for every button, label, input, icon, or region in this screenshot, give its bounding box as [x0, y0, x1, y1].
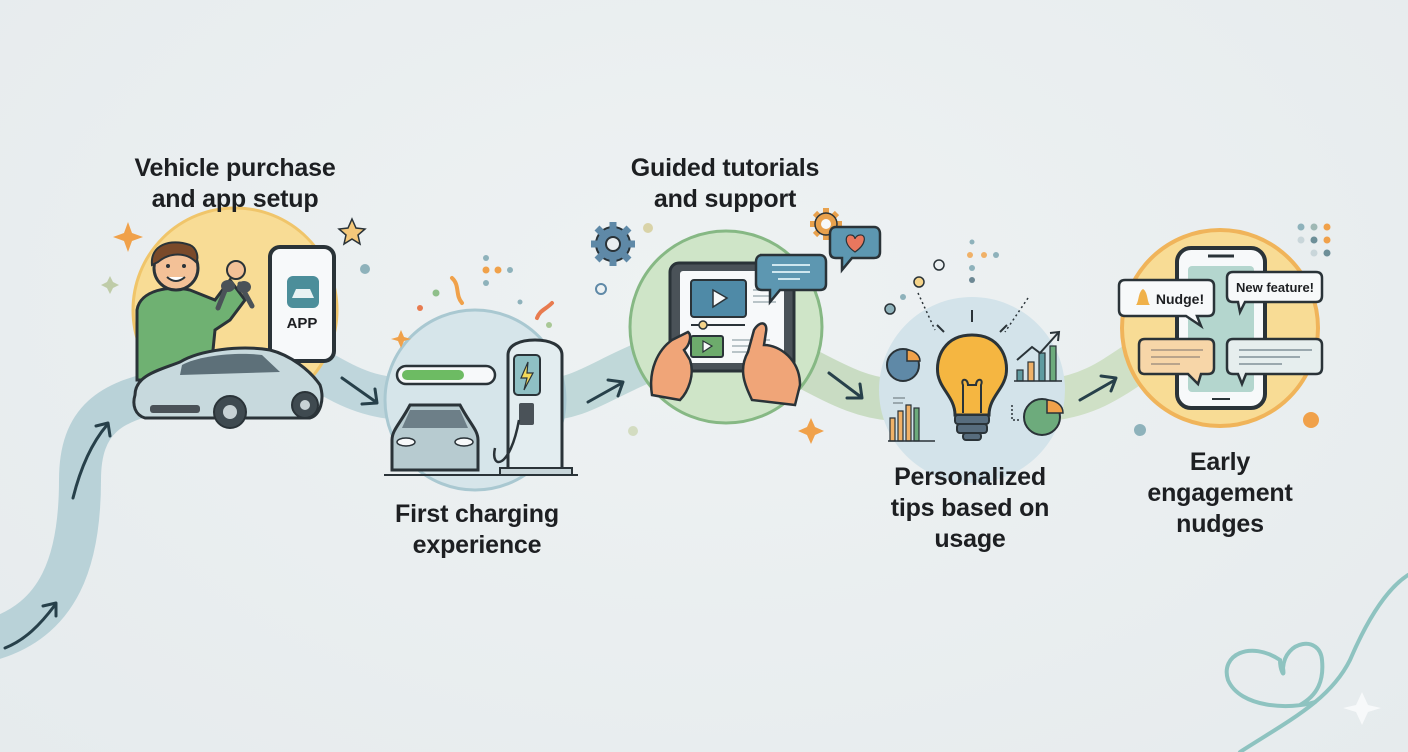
bar-chart-icon — [888, 397, 935, 442]
dots-decoration — [1134, 223, 1331, 436]
step-2-title-line-2: experience — [412, 531, 542, 559]
step-5-illustration: Nudge! New feature! — [1117, 223, 1331, 436]
sparkle-icon — [1343, 692, 1381, 725]
svg-text:New feature!: New feature! — [1236, 280, 1314, 295]
step-3-title-line-1: Guided tutorials — [630, 154, 820, 182]
nudge-notification-bubble: Nudge! — [1117, 278, 1216, 330]
bell-icon — [1136, 289, 1150, 305]
step-5-title-line-1: Early — [1189, 448, 1251, 476]
car-keys-icon — [215, 260, 255, 311]
phone-icon: APP — [268, 245, 336, 363]
step-2-illustration — [383, 255, 578, 492]
play-icon — [702, 339, 714, 354]
arrow-icon — [1078, 374, 1118, 402]
step-5-title-line-2: engagement — [1147, 479, 1293, 507]
play-icon — [712, 288, 729, 309]
step-4-title-line-2: tips based on — [890, 494, 1050, 522]
step-4-illustration — [879, 239, 1065, 483]
step-5-title: Early engagement nudges — [1120, 447, 1320, 540]
step-1-title-line-2: and app setup — [151, 185, 319, 213]
heart-line-decoration — [1224, 573, 1408, 752]
step-3-illustration — [591, 208, 882, 444]
step-1-title-line-1: Vehicle purchase — [134, 154, 336, 182]
path-arrows — [3, 371, 1118, 650]
lightbulb-icon — [917, 292, 1029, 441]
sparkle-icon — [798, 418, 824, 444]
car-front-icon — [390, 403, 480, 472]
sparkle-icon — [113, 222, 143, 252]
message-bubble — [1225, 337, 1324, 388]
new-feature-bubble: New feature! — [1225, 270, 1324, 316]
svg-text:APP: APP — [287, 315, 318, 332]
star-icon — [337, 217, 367, 246]
step-3-title: Guided tutorials and support — [610, 153, 840, 215]
arrow-icon — [827, 371, 864, 400]
arrow-icon — [586, 378, 625, 404]
arrow-icon — [3, 601, 58, 650]
confetti-decoration — [391, 255, 554, 348]
step-4-title: Personalized tips based on usage — [870, 462, 1070, 555]
step-2-title-line-1: First charging — [395, 500, 559, 528]
car-icon — [132, 346, 324, 429]
sparkle-icon — [101, 276, 119, 294]
pie-chart-icon — [886, 348, 921, 382]
data-dots-decoration — [884, 239, 999, 315]
step-4-title-line-3: usage — [934, 525, 1006, 553]
hands-icon — [649, 322, 802, 407]
step-2-title: First charging experience — [372, 499, 582, 561]
message-bubble — [1137, 337, 1216, 387]
step-4-title-line-1: Personalized — [894, 463, 1046, 491]
gear-icon — [591, 222, 635, 266]
step-3-title-line-2: and support — [653, 185, 797, 213]
trend-chart-icon — [1014, 330, 1062, 382]
arrow-icon — [340, 376, 379, 406]
step-1-illustration: APP — [101, 206, 370, 429]
step-5-title-line-3: nudges — [1176, 510, 1264, 538]
arrow-icon — [71, 421, 112, 500]
svg-text:Nudge!: Nudge! — [1156, 291, 1204, 307]
heart-chat-bubble-icon — [828, 225, 882, 274]
chat-bubble-icon — [754, 253, 828, 306]
charging-progress-bar — [395, 364, 497, 386]
pie-chart-icon — [1011, 398, 1064, 436]
charging-station-icon — [499, 338, 573, 476]
step-1-title: Vehicle purchase and app setup — [110, 153, 360, 215]
